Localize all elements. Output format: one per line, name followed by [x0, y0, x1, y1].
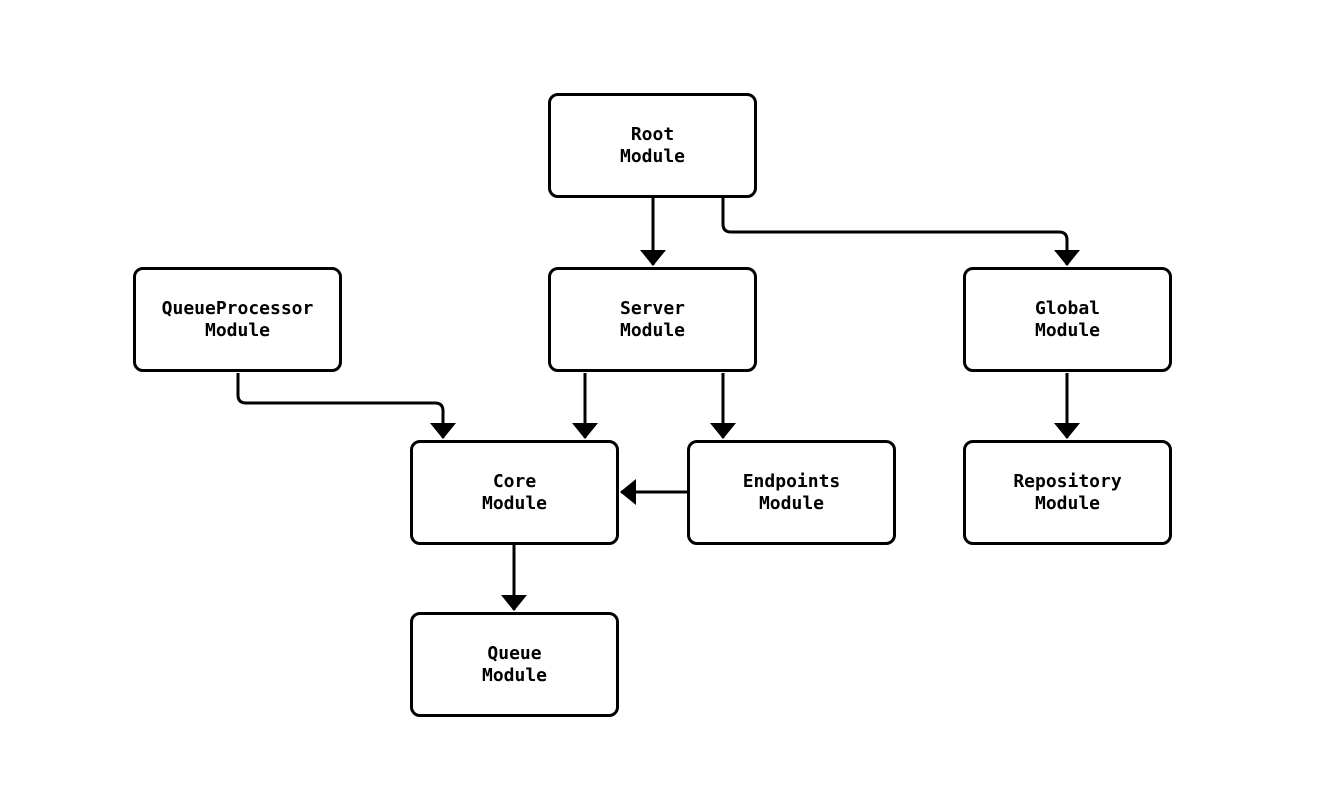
- node-root-module-label: Root Module: [619, 123, 686, 167]
- node-queue-module-label: Queue Module: [481, 642, 548, 686]
- node-server-module-label: Server Module: [619, 297, 686, 341]
- node-global-module: Global Module: [963, 267, 1172, 372]
- node-repository-module-label: Repository Module: [1013, 470, 1122, 514]
- node-root-module: Root Module: [548, 93, 757, 198]
- node-queue-module: Queue Module: [410, 612, 619, 717]
- node-repository-module: Repository Module: [963, 440, 1172, 545]
- node-endpoints-module: Endpoints Module: [687, 440, 896, 545]
- node-queueprocessor-module: QueueProcessor Module: [133, 267, 342, 372]
- edge-queueprocessor-to-core: [236, 373, 456, 439]
- node-core-module-label: Core Module: [481, 470, 548, 514]
- edge-root-to-global: [721, 198, 1080, 266]
- node-core-module: Core Module: [410, 440, 619, 545]
- node-endpoints-module-label: Endpoints Module: [742, 470, 841, 514]
- node-queueprocessor-module-label: QueueProcessor Module: [161, 297, 314, 341]
- node-server-module: Server Module: [548, 267, 757, 372]
- node-global-module-label: Global Module: [1034, 297, 1101, 341]
